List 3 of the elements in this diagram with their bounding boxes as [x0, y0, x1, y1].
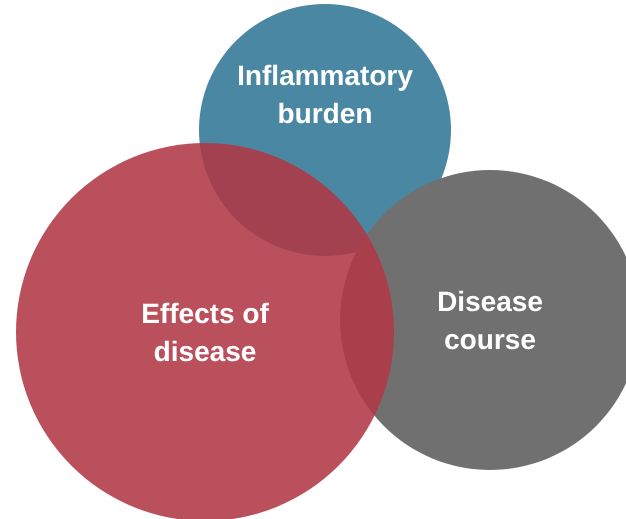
- circle-label: Disease course: [436, 285, 544, 357]
- circle-label: Inflammatory burden: [236, 59, 414, 131]
- circle-label: Effects of disease: [140, 297, 270, 369]
